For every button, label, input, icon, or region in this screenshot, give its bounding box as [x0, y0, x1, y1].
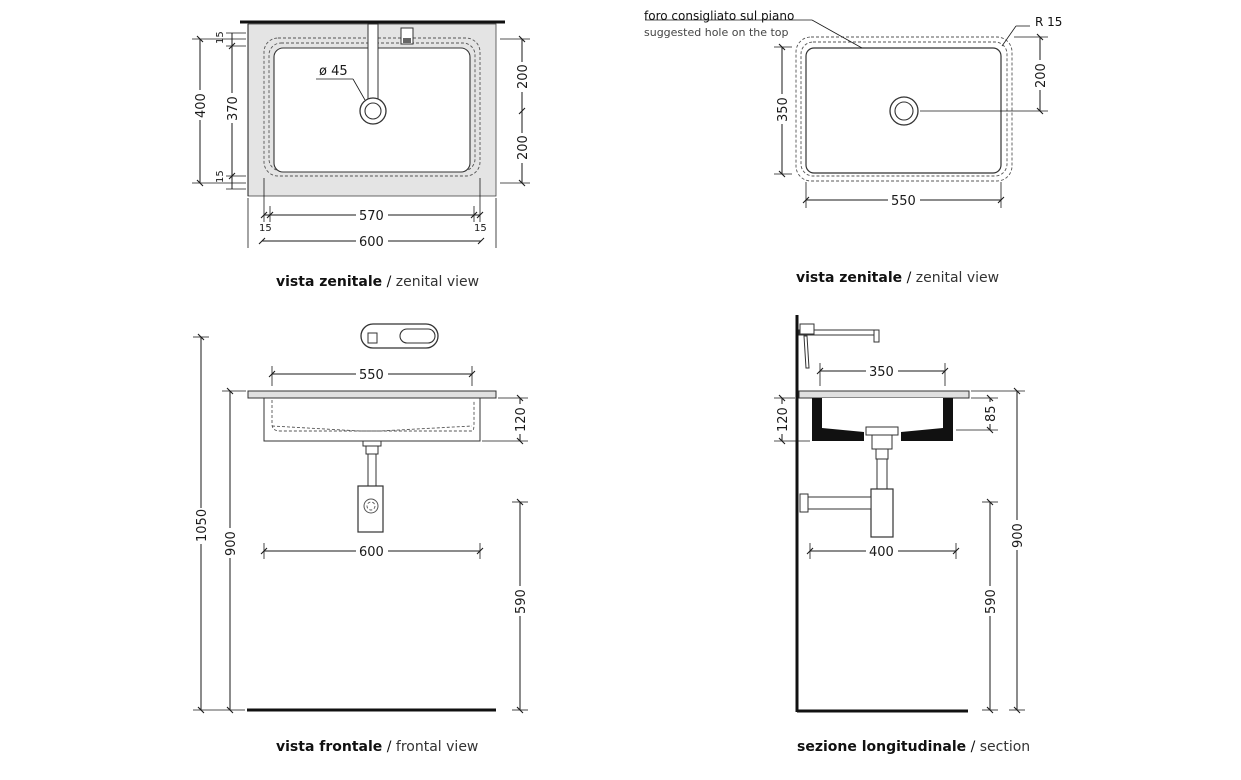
- dim-350: 350: [776, 97, 791, 122]
- drain-pipe: [367, 453, 377, 487]
- dim-120: 120: [776, 407, 791, 432]
- siphon: [870, 488, 894, 538]
- dim-15-right: 15: [474, 223, 487, 234]
- dim-600: 600: [359, 235, 384, 250]
- caption-en: section: [979, 739, 1031, 755]
- caption-top-right: vista zenitale / zenital view: [796, 270, 999, 286]
- dim-85: 85: [984, 405, 999, 422]
- caption-sep: /: [382, 274, 396, 290]
- caption-en: zenital view: [915, 270, 1000, 286]
- dim-370: 370: [226, 96, 241, 121]
- drain-pipe: [876, 458, 888, 490]
- caption-it: vista zenitale: [796, 270, 903, 286]
- dim-400: 400: [869, 545, 894, 560]
- drain-hole: [359, 97, 387, 125]
- hole-note-en: suggested hole on the top: [644, 26, 789, 39]
- dim-590: 590: [984, 589, 999, 614]
- dim-diameter: ø 45: [319, 64, 348, 79]
- caption-sep: /: [966, 739, 980, 755]
- dim-590: 590: [514, 589, 529, 614]
- dim-570: 570: [359, 209, 384, 224]
- dim-550: 550: [891, 194, 916, 209]
- caption-top-left: vista zenitale / zenital view: [276, 274, 479, 290]
- basin-section: [812, 398, 864, 441]
- countertop: [247, 390, 497, 399]
- dim-550: 550: [359, 368, 384, 383]
- dim-400: 400: [194, 93, 209, 118]
- dim-200-upper: 200: [516, 64, 531, 89]
- radius-note: R 15: [1035, 15, 1063, 29]
- caption-it: vista frontale: [276, 739, 383, 755]
- dim-900: 900: [1011, 523, 1026, 548]
- caption-en: frontal view: [395, 739, 479, 755]
- dim-900: 900: [224, 531, 239, 556]
- caption-sep: /: [902, 270, 916, 286]
- basin-outline-dashed: [795, 36, 1013, 182]
- caption-bottom-left: vista frontale / frontal view: [276, 739, 478, 755]
- caption-it: vista zenitale: [276, 274, 383, 290]
- caption-bottom-right: sezione longitudinale / section: [797, 739, 1030, 755]
- dim-120: 120: [514, 407, 529, 432]
- caption-sep: /: [382, 739, 396, 755]
- top-left-view: ø 45 400 370 15 15 200 200: [192, 20, 531, 250]
- dim-15-bottom: 15: [215, 170, 226, 183]
- top-right-view: 350 200 550: [645, 19, 1049, 209]
- drain: [889, 96, 919, 126]
- dim-200-lower: 200: [516, 135, 531, 160]
- dim-200: 200: [1034, 63, 1049, 88]
- basin-body: [263, 397, 481, 442]
- caption-it: sezione longitudinale: [797, 739, 967, 755]
- bottom-left-view: 550 120 1050 900 600 590: [193, 323, 529, 714]
- basin-outline-dashed: [263, 37, 481, 177]
- dim-350: 350: [869, 365, 894, 380]
- dim-600: 600: [359, 545, 384, 560]
- faucet-spout: [367, 23, 379, 105]
- dim-15-top: 15: [215, 31, 226, 44]
- bottom-right-view: 350 120 85 900 400 590: [774, 315, 1026, 714]
- caption-en: zenital view: [395, 274, 480, 290]
- hole-note-it: foro consigliato sul piano: [644, 9, 795, 23]
- countertop: [798, 390, 970, 399]
- dim-1050: 1050: [195, 509, 210, 542]
- dim-15-left: 15: [259, 223, 272, 234]
